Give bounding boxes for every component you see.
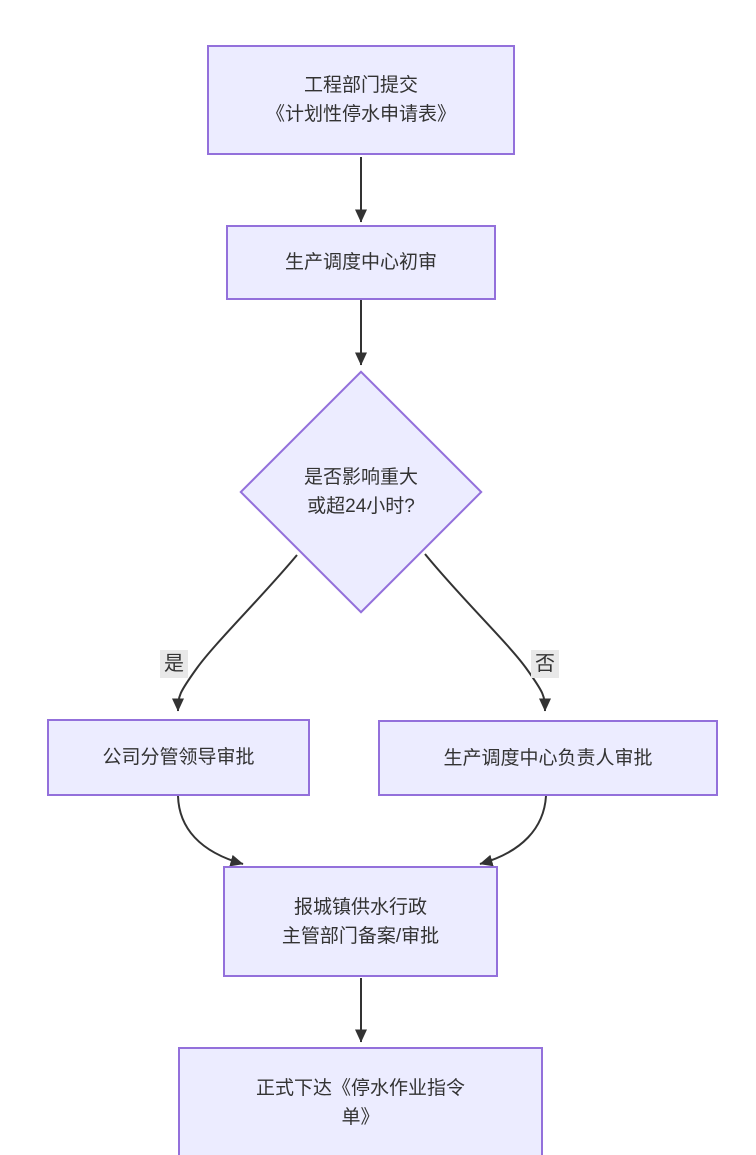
node-issue: 正式下达《停水作业指令 单》 bbox=[178, 1047, 543, 1155]
node-label-line: 或超24小时? bbox=[307, 496, 415, 517]
node-decision: 是否影响重大 或超24小时? bbox=[238, 370, 484, 614]
decision-label: 是否影响重大 或超24小时? bbox=[238, 370, 484, 614]
edge-decision-no bbox=[424, 553, 551, 712]
node-initial-review: 生产调度中心初审 bbox=[226, 225, 496, 300]
node-submit: 工程部门提交 《计划性停水申请表》 bbox=[207, 45, 515, 155]
node-report: 报城镇供水行政 主管部门备案/审批 bbox=[223, 866, 498, 977]
edge-yes-to-report bbox=[177, 795, 244, 867]
node-label-line: 生产调度中心初审 bbox=[284, 252, 437, 273]
edge-no-to-report bbox=[479, 795, 547, 867]
node-label-line: 生产调度中心负责人审批 bbox=[443, 747, 653, 769]
node-yes-branch: 公司分管领导审批 bbox=[47, 719, 310, 796]
edge-label-yes: 是 bbox=[160, 650, 188, 678]
node-label-line: 单》 bbox=[341, 1107, 380, 1128]
node-label-line: 公司分管领导审批 bbox=[102, 747, 255, 768]
node-label-line: 正式下达《停水作业指令 bbox=[255, 1078, 465, 1099]
node-no-branch: 生产调度中心负责人审批 bbox=[378, 720, 718, 796]
node-label-line: 工程部门提交 bbox=[303, 75, 418, 96]
node-label-line: 《计划性停水申请表》 bbox=[265, 104, 456, 125]
edge-decision-yes bbox=[172, 554, 298, 712]
node-label-line: 报城镇供水行政 bbox=[293, 896, 427, 918]
node-label-line: 主管部门备案/审批 bbox=[281, 925, 440, 947]
edge-label-no: 否 bbox=[531, 650, 559, 678]
node-label-line: 是否影响重大 bbox=[303, 467, 418, 488]
